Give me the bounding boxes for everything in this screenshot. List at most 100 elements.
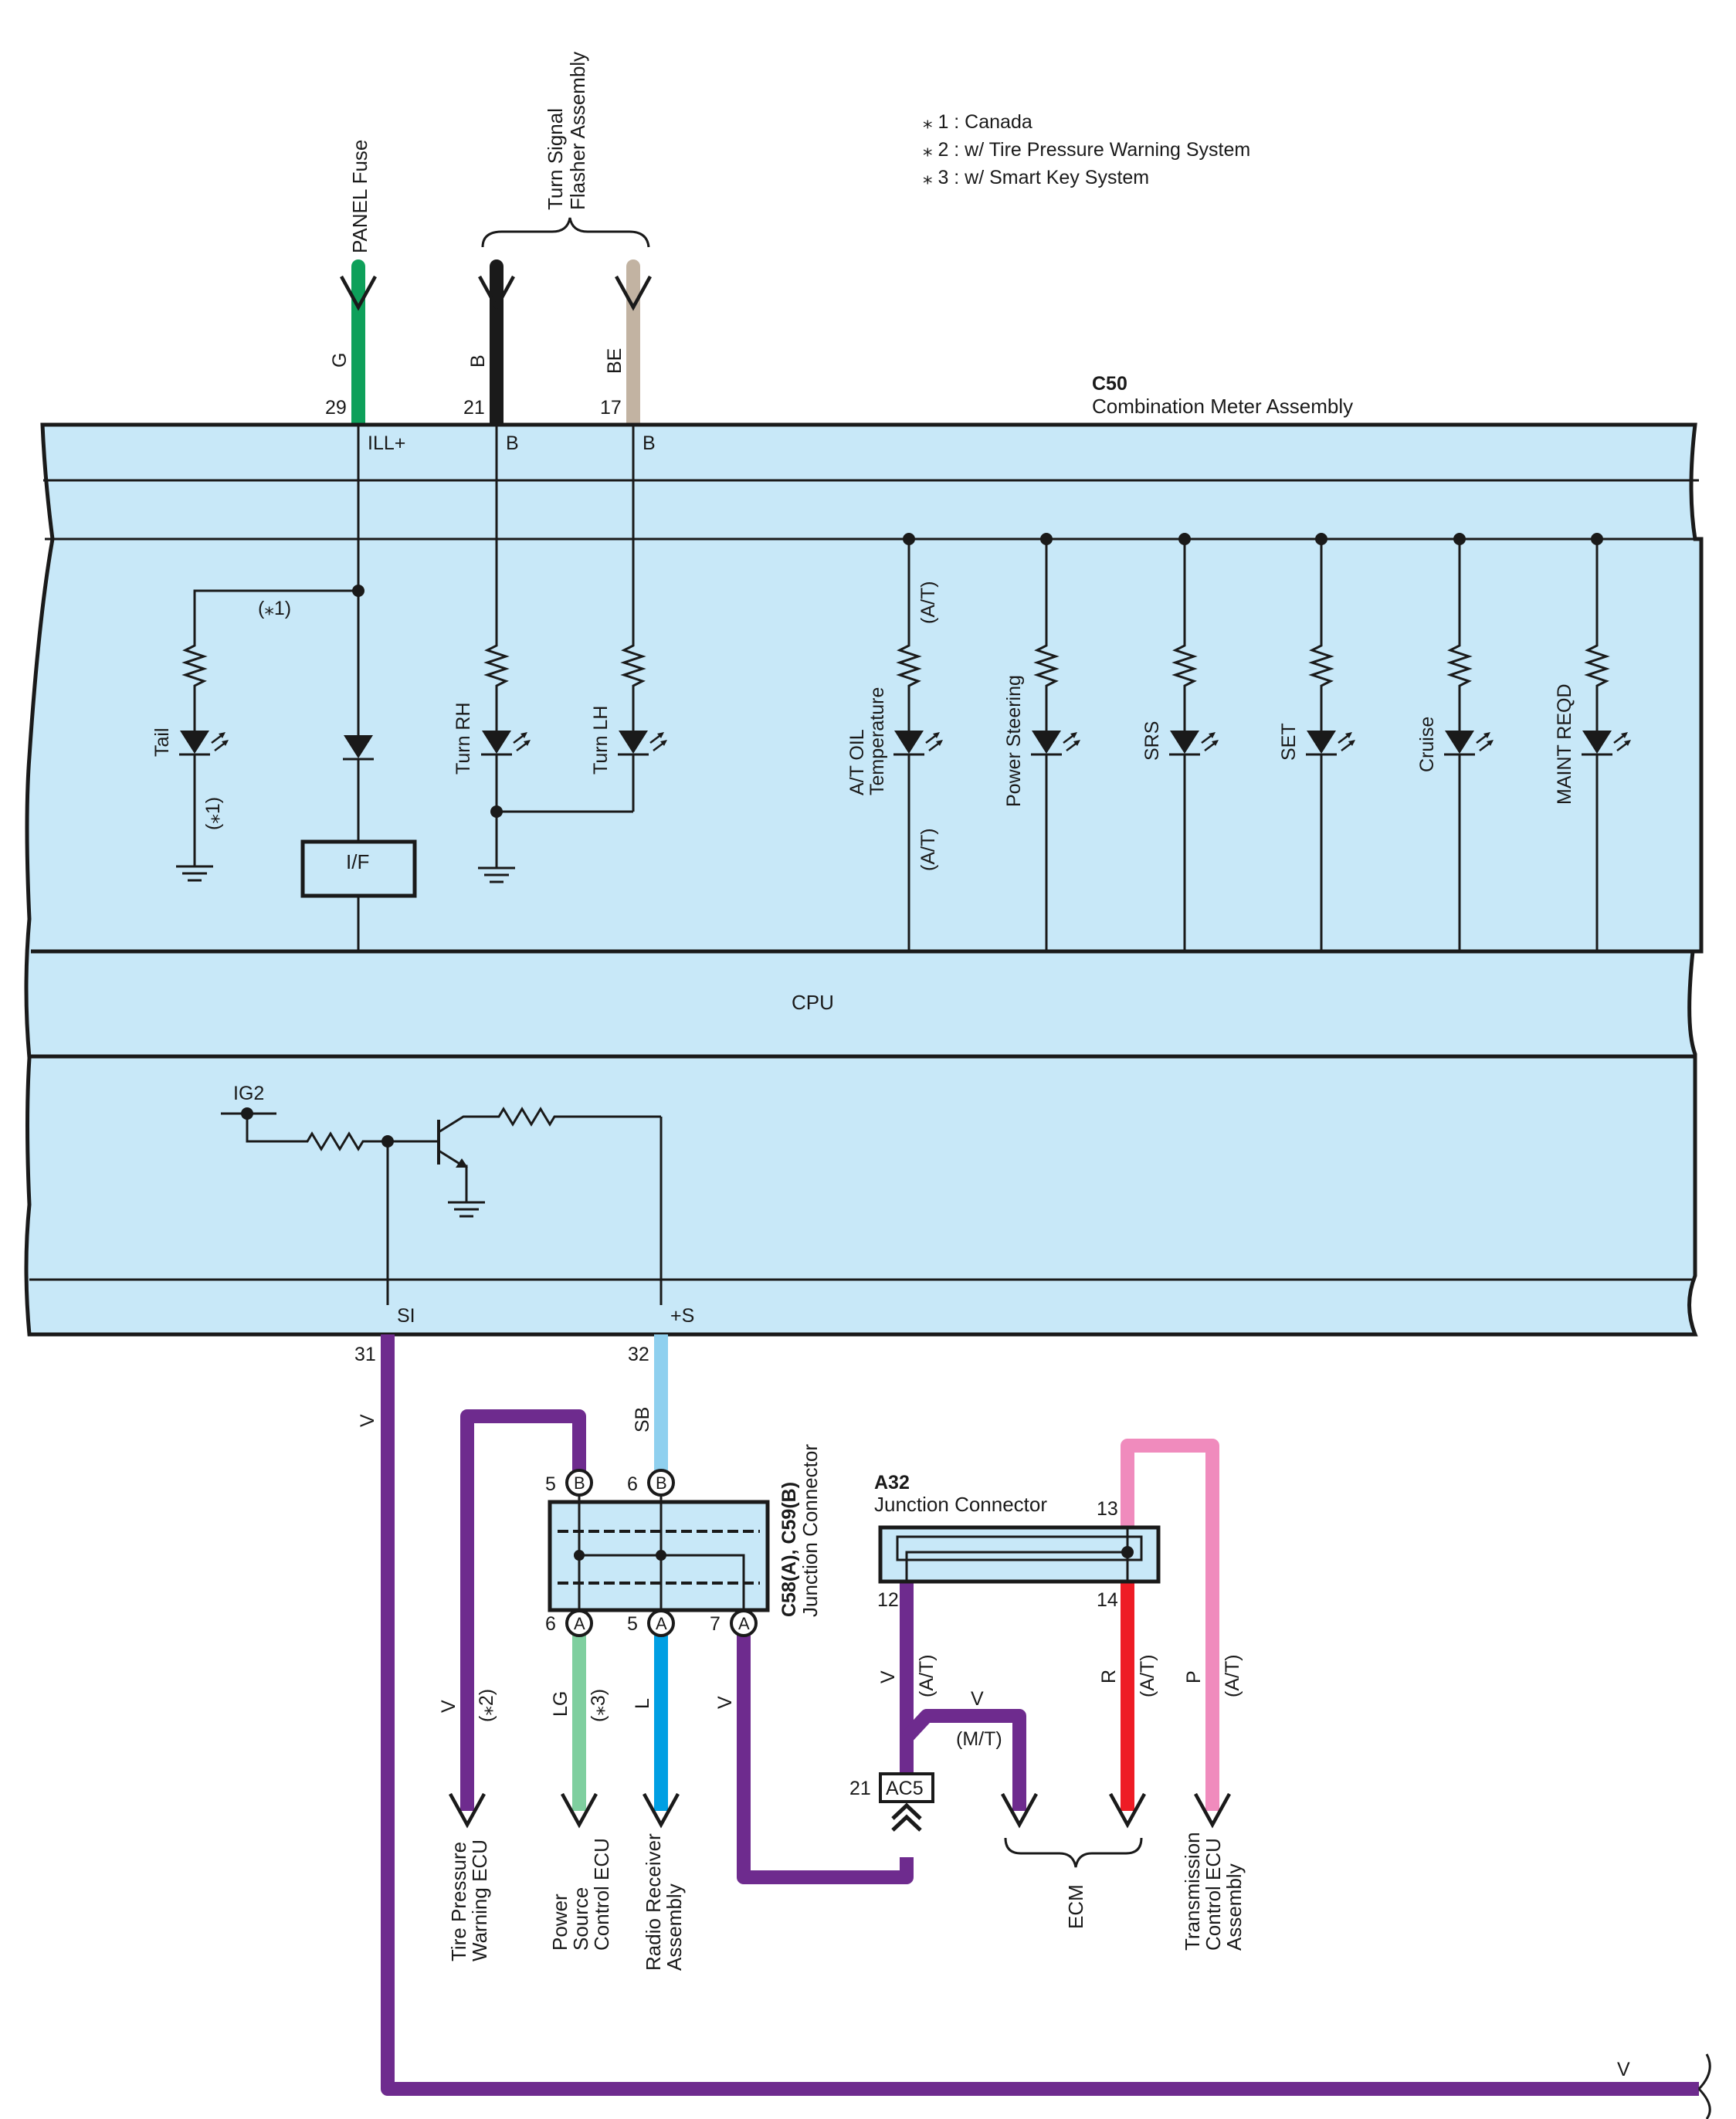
dest-radio-line1: Radio Receiver: [642, 1833, 665, 1971]
dest-power-source-line3: Control ECU: [590, 1838, 613, 1951]
c58-label-line2: Junction Connector: [798, 1444, 822, 1617]
wire-color-code: V: [1617, 2059, 1630, 2080]
flasher-label-line2: Flasher Assembly: [566, 52, 589, 210]
cpu-label: CPU: [792, 991, 834, 1014]
wire-p: [1121, 1439, 1219, 1811]
dest-tire-pressure-line2: Warning ECU: [468, 1839, 491, 1961]
dest-power-source-line2: Source: [569, 1887, 592, 1951]
wire-v-si: [381, 1334, 1699, 2096]
ig2-circuit: [221, 1107, 663, 1305]
wire-break-icon: [1697, 2053, 1711, 2119]
at-oil-label-line2: Temperature: [866, 687, 888, 795]
meter-junction-dots: [352, 533, 1603, 818]
footnote: ⁎ 3 : w/ Smart Key System: [923, 167, 1150, 188]
pin-letter: A: [656, 1614, 667, 1633]
output-arrows: [450, 1794, 1229, 1825]
flasher-brace: [481, 217, 650, 248]
combination-meter-body: [24, 422, 1704, 1337]
wire-color-code: LG: [550, 1691, 571, 1717]
plus-s-terminal: +S: [670, 1305, 694, 1327]
turn-rh-label: Turn RH: [453, 702, 474, 775]
pin-number: 29: [325, 397, 347, 419]
mt-note: (M/T): [956, 1728, 1002, 1750]
pin-number: 21: [849, 1778, 871, 1799]
ig2-label: IG2: [233, 1083, 264, 1104]
pin-number: 12: [877, 1589, 899, 1611]
dest-tcu-line1: Transmission: [1181, 1832, 1204, 1951]
star-note: (⁎3): [588, 1689, 609, 1722]
pin-number: 6: [627, 1473, 638, 1495]
meter-code: C50: [1092, 373, 1127, 395]
pin-number: 5: [545, 1473, 556, 1495]
at-note: (A/T): [1222, 1654, 1243, 1697]
terminal-label: B: [506, 432, 519, 454]
pin-number: 21: [463, 397, 485, 419]
si-terminal: SI: [397, 1305, 415, 1327]
wire-color-code: V: [714, 1696, 736, 1709]
ecm-brace: [1004, 1837, 1143, 1868]
meter-circuit: [193, 425, 1599, 951]
wire-color-code: G: [329, 353, 351, 368]
a32-name: Junction Connector: [874, 1493, 1047, 1516]
at-note: (A/T): [917, 828, 939, 871]
wire-v-tpw: [460, 1409, 586, 1811]
pin-number: 31: [354, 1344, 376, 1365]
wire-color-code: V: [877, 1670, 899, 1683]
pin-number: 5: [627, 1613, 638, 1635]
at-note: (A/T): [1137, 1654, 1158, 1697]
pin-letter: B: [574, 1473, 585, 1493]
cruise-label: Cruise: [1416, 717, 1438, 772]
pin-letter: B: [656, 1473, 667, 1493]
dest-ecm: ECM: [1064, 1884, 1087, 1929]
connector-ac5: [879, 1772, 934, 1832]
wire-color-code: P: [1183, 1670, 1205, 1683]
terminal-label: ILL+: [368, 432, 405, 454]
ac5-label: AC5: [886, 1778, 924, 1799]
transistor-emitter-arrow: [456, 1158, 468, 1168]
at-note: (A/T): [916, 1654, 938, 1697]
interface-box: [300, 839, 417, 898]
at-oil-label-line1: A/T OIL: [846, 729, 868, 795]
meter-name: Combination Meter Assembly: [1092, 395, 1353, 418]
pin-number: 17: [600, 397, 622, 419]
pin-letter: A: [574, 1614, 585, 1633]
dest-tcu-line3: Assembly: [1222, 1863, 1246, 1951]
pin-number: 13: [1097, 1498, 1118, 1520]
junction-connector-c58-c59: [548, 1469, 770, 1637]
wire-color-code: L: [632, 1698, 653, 1709]
input-wires: [341, 217, 650, 432]
pin-letter: A: [738, 1614, 750, 1633]
interface-label: I/F: [346, 850, 369, 873]
wire-color-code: BE: [604, 348, 626, 374]
tail-label: Tail: [151, 727, 173, 757]
maint-label: MAINT REQD: [1554, 684, 1575, 805]
dest-power-source-line1: Power: [548, 1894, 571, 1951]
footnote: ⁎ 1 : Canada: [923, 111, 1032, 133]
wire-color-code: V: [357, 1414, 378, 1427]
dest-tcu-line2: Control ECU: [1202, 1838, 1225, 1951]
a32-code: A32: [874, 1472, 910, 1493]
star-note: (⁎1): [202, 797, 224, 830]
wire-color-code: V: [971, 1688, 984, 1710]
star-note: (⁎1): [258, 598, 291, 619]
panel-fuse-label: PANEL Fuse: [348, 140, 371, 253]
wire-color-code: V: [438, 1700, 459, 1713]
wire-color-code: B: [467, 354, 489, 368]
junction-connector-a32: [878, 1525, 1161, 1584]
power-steering-label: Power Steering: [1003, 675, 1025, 807]
pin-number: 6: [545, 1613, 556, 1635]
star-note: (⁎2): [476, 1689, 497, 1722]
footnote: ⁎ 2 : w/ Tire Pressure Warning System: [923, 139, 1251, 161]
pin-number: 32: [628, 1344, 649, 1365]
dest-radio-line2: Assembly: [663, 1883, 686, 1971]
dest-tire-pressure-line1: Tire Pressure: [447, 1842, 470, 1961]
wire-color-code: R: [1098, 1670, 1120, 1683]
set-label: SET: [1278, 723, 1300, 761]
wire-color-code: SB: [632, 1407, 653, 1432]
terminal-label: B: [643, 432, 656, 454]
output-wires: [381, 1334, 1711, 2119]
footnotes: ⁎ 1 : Canada ⁎ 2 : w/ Tire Pressure Warn…: [923, 108, 1250, 192]
turn-lh-label: Turn LH: [590, 706, 612, 775]
c58-label-line1: C58(A), C59(B): [778, 1482, 800, 1617]
